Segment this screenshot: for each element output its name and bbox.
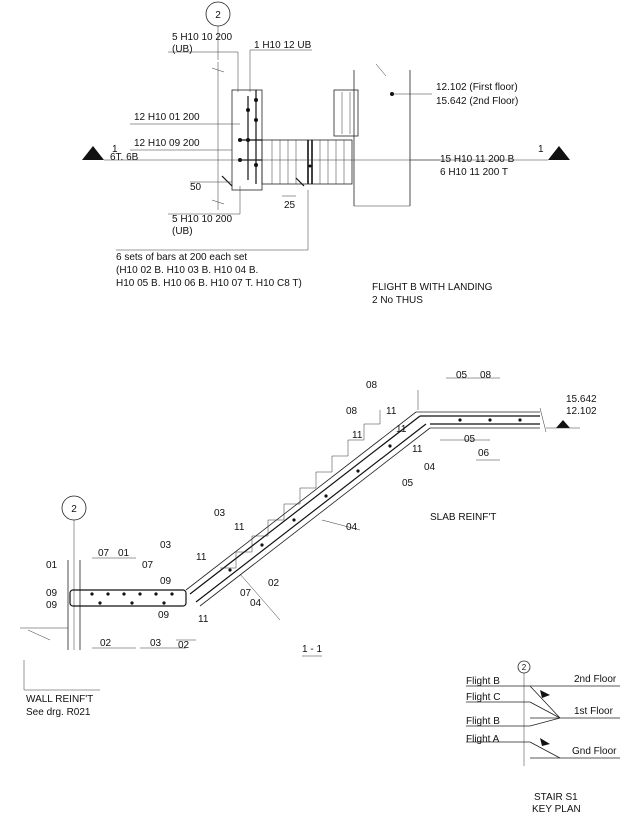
section-title: 1 - 1: [302, 644, 322, 655]
plan-sets-line-3: H10 05 B. H10 06 B. H10 07 T. H10 C8 T): [116, 278, 302, 289]
plan-title-sub: 2 No THUS: [372, 295, 423, 306]
key-floor-2nd: 2nd Floor: [574, 674, 617, 685]
mark-07-c: 07: [240, 588, 252, 599]
mark-05-a: 05: [456, 370, 468, 381]
mark-03-b: 03: [160, 540, 172, 551]
wall-reinf-ref: See drg. R021: [26, 707, 91, 718]
mark-09-b: 09: [46, 588, 58, 599]
mark-09-d: 09: [158, 610, 170, 621]
plan-view: 2: [82, 1, 570, 306]
section-grid-label: 2: [71, 504, 77, 515]
mark-03-c: 03: [150, 638, 162, 649]
mark-08-c: 08: [346, 406, 358, 417]
plan-label-ub-top: 5 H10 10 200: [172, 32, 232, 43]
plan-level-1: 12.102 (First floor): [436, 82, 518, 93]
key-floor-gnd: Gnd Floor: [572, 746, 617, 757]
plan-dim-25: 25: [284, 200, 296, 211]
mark-08-b: 08: [366, 380, 378, 391]
mark-07-a: 07: [98, 548, 110, 559]
plan-label-ub-top-2: (UB): [172, 44, 193, 55]
plan-label-ub-bot: 5 H10 10 200: [172, 214, 232, 225]
mark-02-b: 02: [100, 638, 112, 649]
mark-04-b: 04: [346, 522, 358, 533]
key-flight-b: Flight B: [466, 716, 500, 727]
section-level-bottom: 12.102: [566, 406, 597, 417]
plan-dim-50: 50: [190, 182, 202, 193]
mark-07-b: 07: [142, 560, 154, 571]
plan-label-bar-11-bottom: 15 H10 11 200 B: [440, 154, 515, 165]
mark-01-a: 01: [118, 548, 130, 559]
section-mark-left: 1: [112, 144, 118, 155]
mark-11-a: 11: [386, 406, 397, 417]
plan-sets-line-1: 6 sets of bars at 200 each set: [116, 252, 247, 263]
key-subtitle: KEY PLAN: [532, 804, 581, 815]
plan-level-2: 15.642 (2nd Floor): [436, 96, 518, 107]
mark-06: 06: [478, 448, 490, 459]
plan-grid-label: 2: [215, 10, 221, 21]
mark-08-a: 08: [480, 370, 492, 381]
mark-11-g: 11: [198, 614, 209, 625]
key-title: STAIR S1: [534, 792, 578, 803]
mark-05-b: 05: [464, 434, 476, 445]
mark-09-a: 09: [160, 576, 172, 587]
section-view: 2: [20, 370, 597, 718]
plan-label-12ub: 1 H10 12 UB: [254, 40, 312, 51]
slab-reinf-label: SLAB REINF'T: [430, 512, 496, 523]
plan-title: FLIGHT B WITH LANDING: [372, 282, 493, 293]
mark-02-c: 02: [178, 640, 190, 651]
plan-sets-line-2: (H10 02 B. H10 03 B. H10 04 B.: [116, 265, 258, 276]
mark-11-d: 11: [412, 444, 423, 455]
mark-02-a: 02: [268, 578, 280, 589]
section-level-top: 15.642: [566, 394, 597, 405]
section-sub-label: 6T. 6B: [110, 152, 139, 163]
mark-11-e: 11: [234, 522, 245, 533]
key-flight-c: Flight C: [466, 692, 500, 703]
mark-05-c: 05: [402, 478, 414, 489]
mark-03-a: 03: [214, 508, 226, 519]
section-mark-right: 1: [538, 144, 544, 155]
plan-label-ub-bot-2: (UB): [172, 226, 193, 237]
mark-09-c: 09: [46, 600, 58, 611]
key-flight-a: Flight A: [466, 734, 500, 745]
mark-11-f: 11: [196, 552, 207, 563]
plan-label-bar-11-top: 6 H10 11 200 T: [440, 167, 508, 178]
key-floor-1st: 1st Floor: [574, 706, 614, 717]
key-grid-label: 2: [522, 663, 527, 672]
plan-label-bar-09: 12 H10 09 200: [134, 138, 200, 149]
mark-01-b: 01: [46, 560, 58, 571]
mark-11-c: 11: [396, 424, 407, 435]
mark-04-c: 04: [250, 598, 262, 609]
mark-11-b: 11: [352, 430, 363, 441]
plan-label-bar-01: 12 H10 01 200: [134, 112, 200, 123]
key-flight-b-top: Flight B: [466, 676, 500, 687]
key-plan: 2 Flight B Flight C Flight B Flight A 2n…: [466, 660, 620, 815]
wall-reinf-label: WALL REINF'T: [26, 694, 93, 705]
mark-04-a: 04: [424, 462, 436, 473]
